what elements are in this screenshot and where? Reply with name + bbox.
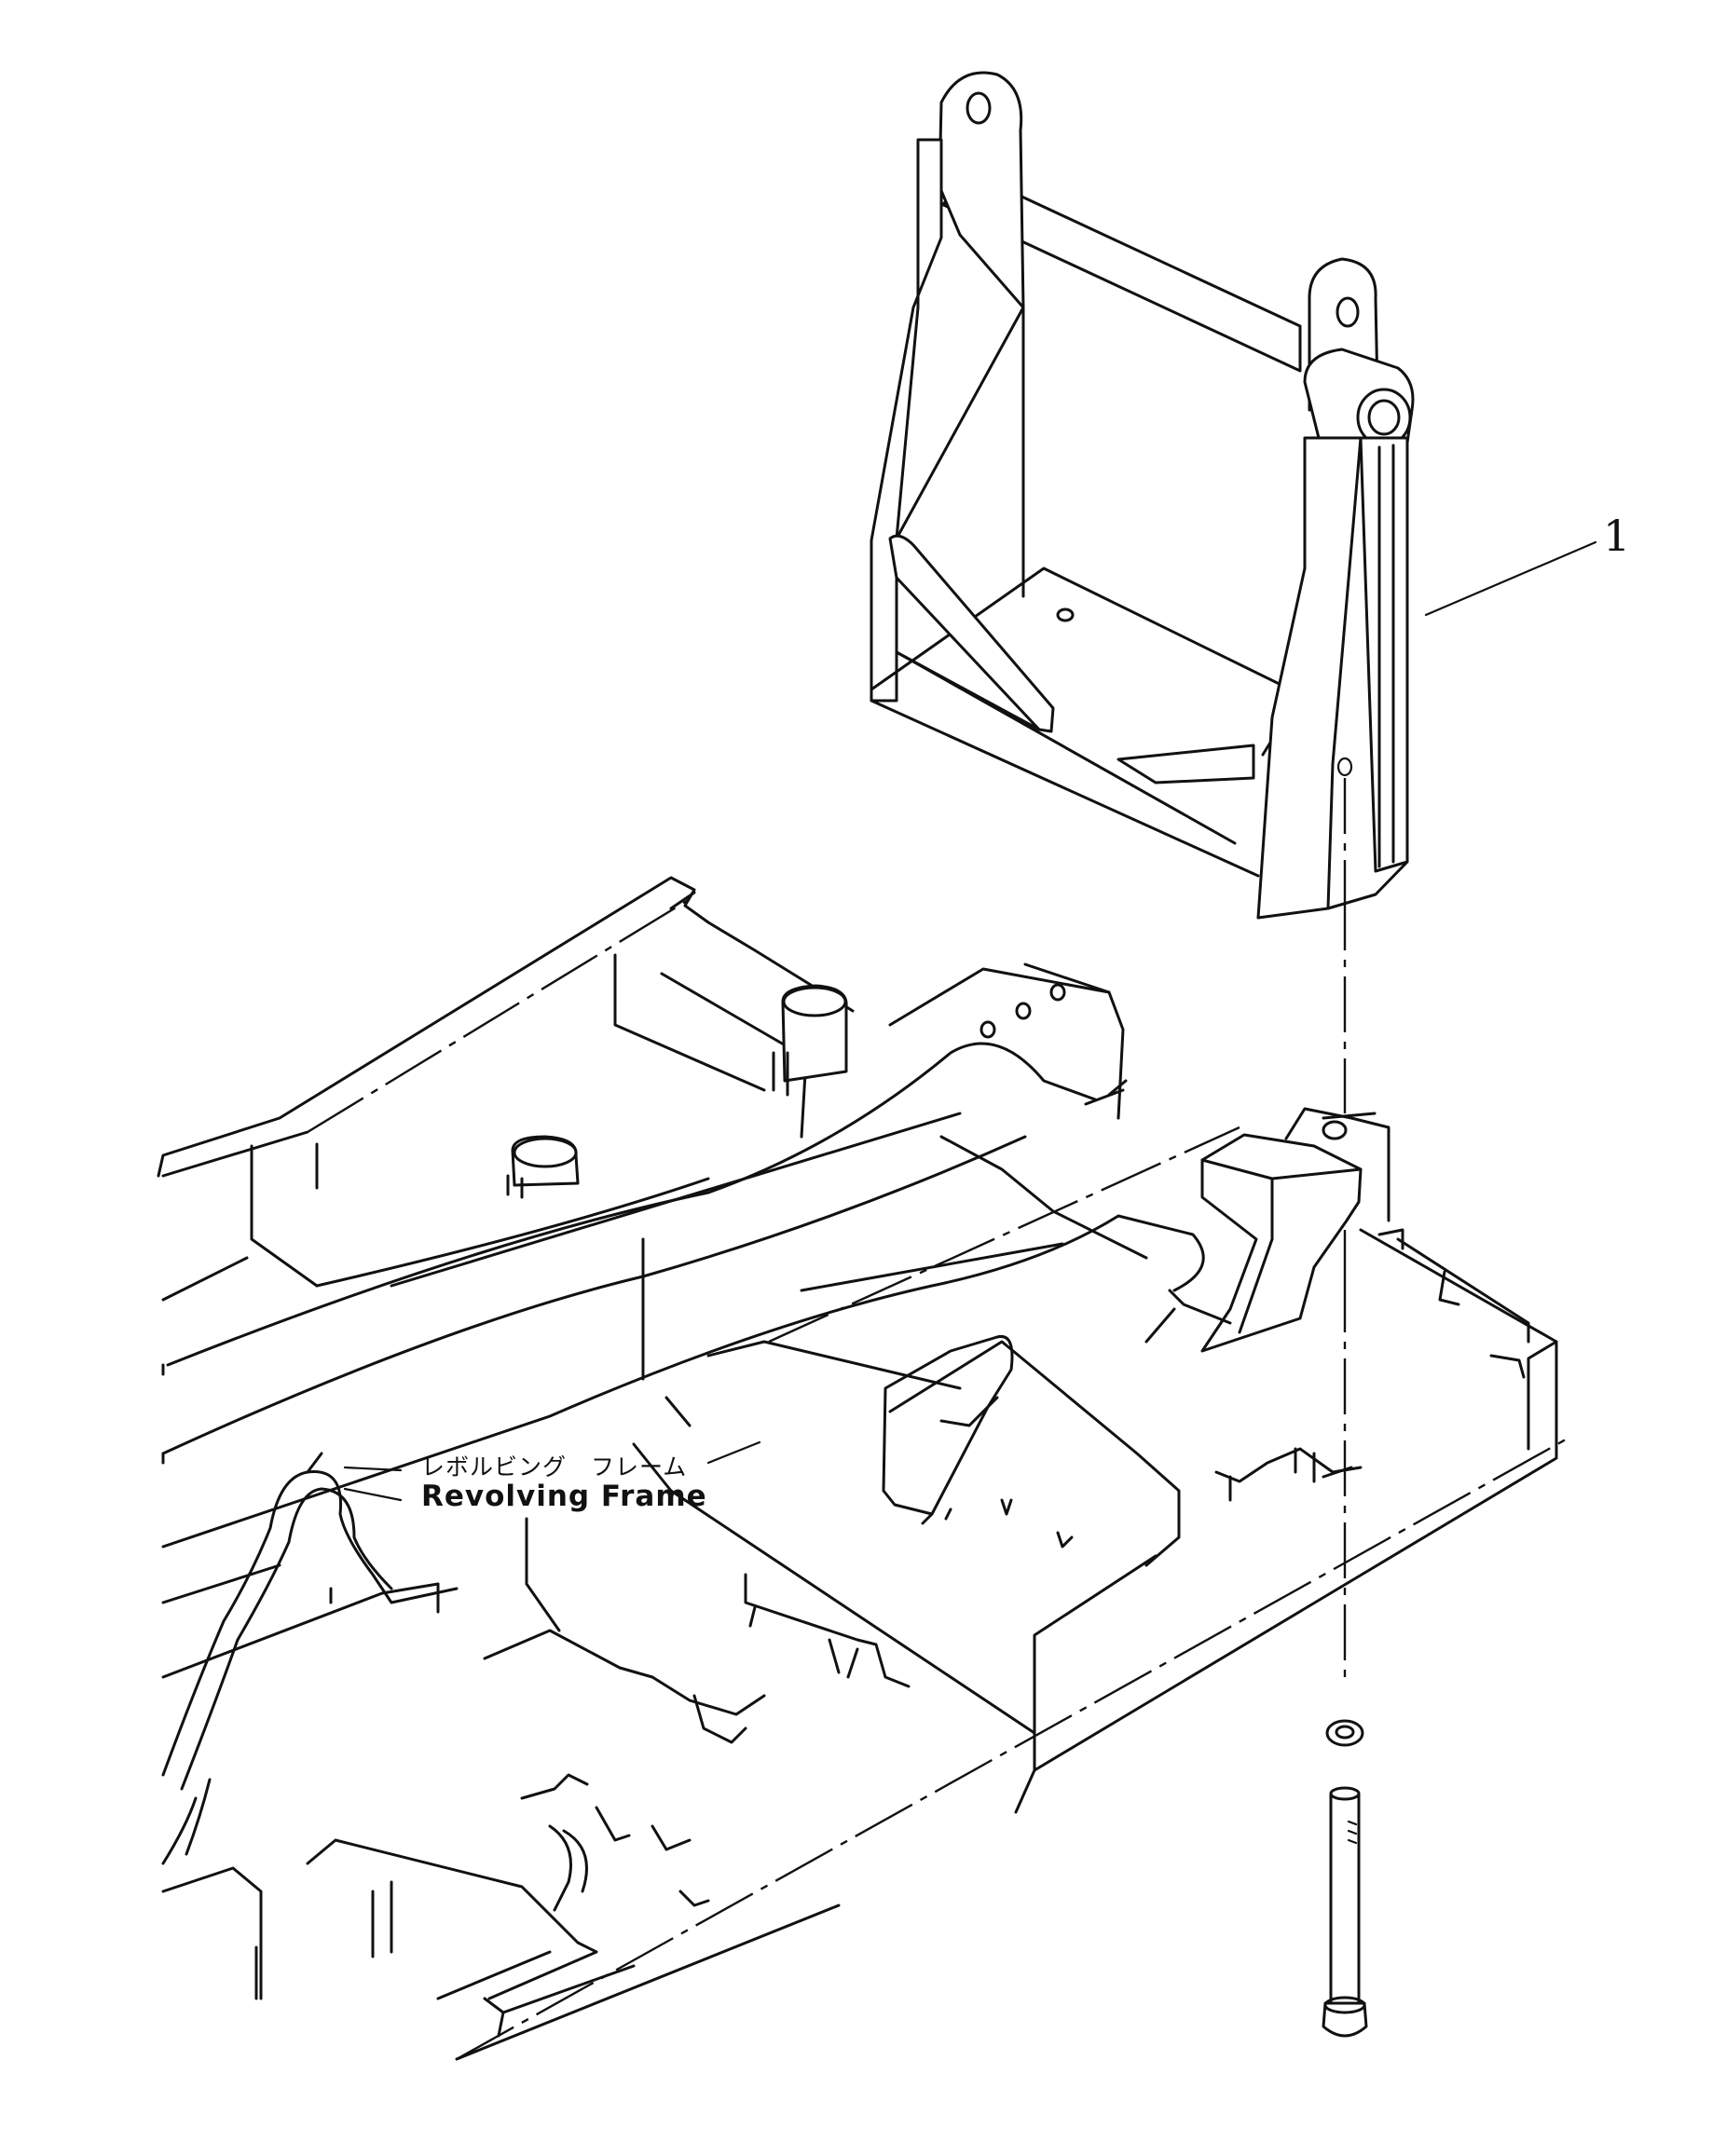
callout-leader	[1424, 540, 1597, 617]
callout-number: 1	[1603, 511, 1631, 561]
revolving-frame	[157, 876, 1567, 2061]
bracket-part	[870, 71, 1415, 920]
frame-label-leader-2	[343, 1487, 403, 1502]
frame-label-leader	[343, 1466, 403, 1472]
frame-label-japanese: レボルビング フレーム	[421, 1453, 688, 1481]
frame-label-leader-3	[706, 1440, 761, 1465]
frame-label-english: Revolving Frame	[421, 1480, 707, 1513]
washer-part	[1325, 1719, 1364, 1747]
bolt-part	[1322, 1786, 1368, 2038]
